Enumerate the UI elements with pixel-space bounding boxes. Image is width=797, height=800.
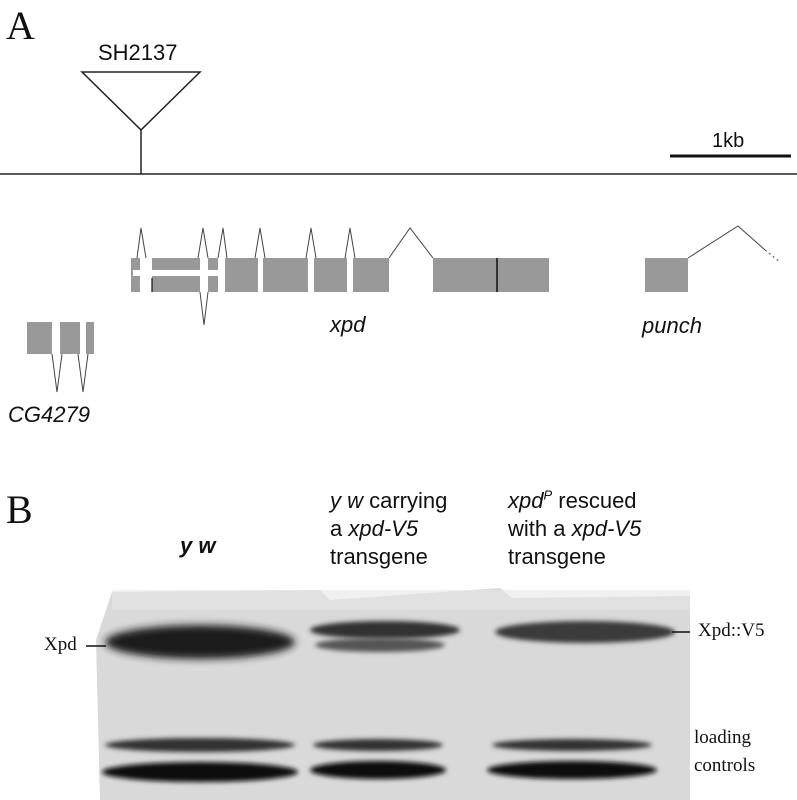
lane-3-label: xpdP rescued with a xpd-V5 transgene (508, 487, 641, 571)
loading-band-lane1-top (105, 738, 295, 752)
loading-controls-line2: controls (694, 755, 756, 776)
xpd-band-lane1 (105, 625, 295, 659)
lane-2-line2-pre: a (330, 516, 349, 541)
cg4279-exon (27, 322, 52, 354)
xpd-exon (225, 258, 258, 292)
loading-band-lane2-bottom (310, 761, 446, 779)
insertion-triangle (80, 71, 202, 132)
xpd-exon (314, 258, 347, 292)
scale-bar-label: 1kb (712, 130, 745, 152)
lane-3-genotype: xpd (508, 488, 544, 513)
blot-upper-haze (112, 590, 690, 610)
xpd-gene-label: xpd (330, 312, 366, 337)
punch-intron (687, 225, 766, 259)
punch-exon (645, 258, 688, 292)
punch-gene-label: punch (642, 313, 702, 338)
xpd-band-label: Xpd (44, 634, 77, 655)
xpd-exon (353, 258, 389, 292)
panel-a-letter: A (6, 3, 35, 48)
xpd-transcript-gap (133, 270, 219, 276)
xpd-gene-model (131, 258, 549, 292)
lane-3-line1-rest: rescued (552, 488, 637, 513)
lane-2-transgene-name: xpd-V5 (348, 516, 419, 541)
xpd-exon (263, 258, 308, 292)
loading-controls-label: loading controls (694, 724, 755, 780)
lane-2-line1-rest: carrying (363, 488, 448, 513)
xpd-band-lane2-lower (315, 638, 445, 652)
lane-1-label: y w (180, 532, 215, 560)
xpd-band-lane3 (495, 621, 675, 643)
loading-band-lane1-bottom (102, 762, 298, 782)
loading-band-lane3-bottom (487, 761, 657, 779)
panel-b-letter: B (6, 487, 33, 532)
xpd-v5-band-label: Xpd::V5 (698, 620, 765, 641)
xpd-exon (433, 258, 549, 292)
xpd-introns (136, 227, 434, 326)
loading-controls-line1: loading (694, 727, 751, 748)
lane-3-line3: transgene (508, 544, 606, 569)
insertion-label: SH2137 (98, 40, 178, 65)
xpd-band-lane2-upper (310, 621, 460, 639)
cg4279-gene-label: CG4279 (8, 402, 90, 427)
loading-band-lane3-top (492, 739, 652, 751)
lane-3-transgene-name: xpd-V5 (571, 516, 642, 541)
lane-2-label: y w carrying a xpd-V5 transgene (330, 487, 447, 571)
lane-2-genotype: y w (330, 488, 363, 513)
cg4279-exon (86, 322, 94, 354)
lane-3-line2-pre: with a (508, 516, 572, 541)
lane-3-genotype-sup: P (543, 487, 553, 503)
punch-intron-dotted (764, 249, 781, 263)
lane-1-text: y w (180, 533, 216, 558)
cg4279-gene-model (27, 322, 94, 393)
loading-band-lane2-top (313, 739, 443, 751)
cg4279-exon (60, 322, 80, 354)
lane-2-line3: transgene (330, 544, 428, 569)
